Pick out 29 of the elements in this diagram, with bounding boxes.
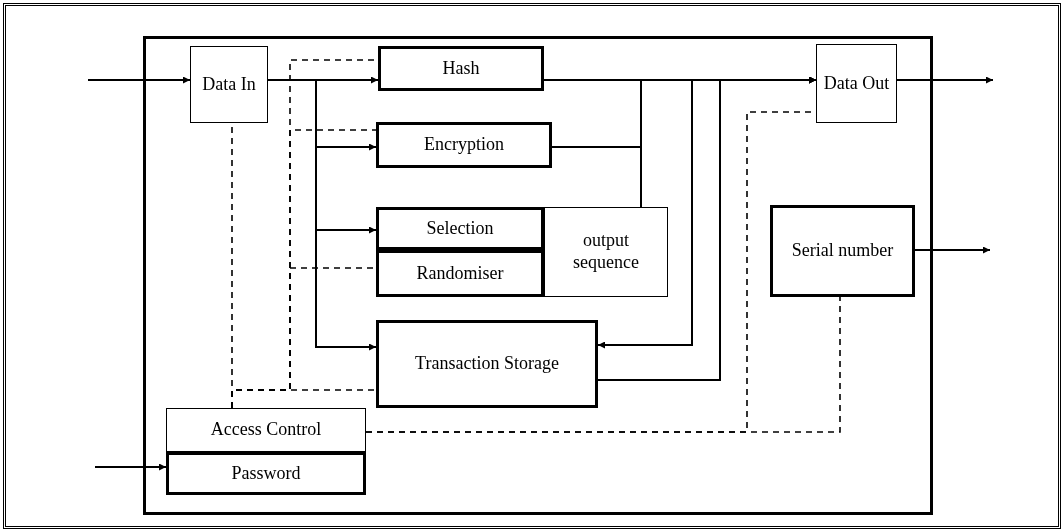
arrow	[896, 76, 994, 84]
box-label: Hash	[442, 57, 480, 80]
process-box	[376, 320, 598, 408]
process-box	[376, 207, 544, 250]
box-label: Password	[231, 462, 301, 485]
box-label: Encryption	[424, 134, 504, 156]
process-box	[816, 44, 897, 123]
arrow	[94, 463, 167, 471]
arrow	[914, 246, 991, 254]
process-box	[376, 250, 544, 297]
box-label: Data In	[202, 73, 256, 96]
process-box	[190, 46, 268, 123]
process-box	[166, 452, 366, 495]
arrow	[597, 76, 817, 381]
process-box	[544, 207, 668, 297]
box-label: Serial number	[791, 240, 894, 262]
box-label: Selection	[426, 217, 494, 240]
box-label: Randomiser	[416, 262, 504, 285]
box-label: output sequence	[572, 230, 640, 274]
process-box	[378, 46, 544, 91]
process-box	[376, 122, 552, 168]
dashed-control-line	[365, 296, 841, 433]
arrow	[87, 76, 191, 84]
box-label: Access Control	[210, 419, 322, 441]
arrow	[267, 79, 377, 351]
box-label: Transaction Storage	[415, 353, 559, 375]
process-box	[770, 205, 915, 297]
box-label: Data Out	[823, 72, 890, 95]
process-box	[166, 408, 366, 452]
